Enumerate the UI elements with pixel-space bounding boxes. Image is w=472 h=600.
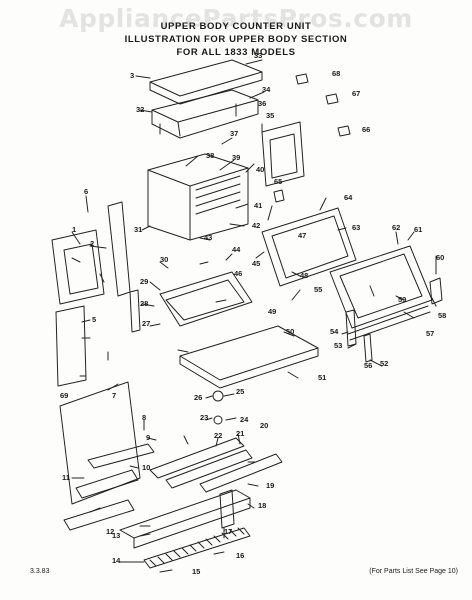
- callout-45: 45: [252, 259, 260, 268]
- callout-64: 64: [344, 193, 353, 202]
- callout-3: 3: [130, 71, 134, 80]
- callout-14: 14: [112, 556, 121, 565]
- callout-21: 21: [236, 429, 244, 438]
- diagram-date: 3.3.83: [30, 568, 50, 575]
- callout-22: 22: [214, 431, 222, 440]
- callout-47: 47: [298, 231, 306, 240]
- callout-24: 24: [240, 415, 249, 424]
- callout-28: 28: [140, 299, 148, 308]
- callout-65: 65: [274, 177, 282, 186]
- callout-26: 26: [194, 393, 202, 402]
- callout-60: 60: [436, 253, 444, 262]
- callout-6: 6: [84, 187, 88, 196]
- callout-56: 56: [364, 361, 372, 370]
- callout-35: 35: [266, 111, 274, 120]
- callout-46: 46: [234, 269, 242, 278]
- callout-41: 41: [254, 201, 262, 210]
- callout-32: 32: [136, 105, 144, 114]
- callout-57: 57: [426, 329, 434, 338]
- callout-51: 51: [318, 373, 326, 382]
- callout-69: 69: [60, 391, 68, 400]
- callout-52: 52: [380, 359, 388, 368]
- callout-48: 48: [300, 271, 308, 280]
- callout-43: 43: [204, 233, 212, 242]
- callout-27: 27: [142, 319, 150, 328]
- callout-54: 54: [330, 327, 339, 336]
- callout-15: 15: [192, 567, 200, 576]
- callout-34: 34: [262, 85, 271, 94]
- callout-17: 17: [224, 527, 232, 536]
- callout-36: 36: [258, 99, 266, 108]
- callout-23: 23: [200, 413, 208, 422]
- callout-67: 67: [352, 89, 360, 98]
- callout-18: 18: [258, 501, 266, 510]
- callout-1: 1: [72, 225, 76, 234]
- callout-33: 33: [254, 51, 262, 60]
- callout-40: 40: [256, 165, 264, 174]
- callout-20: 20: [260, 421, 268, 430]
- callout-66: 66: [362, 125, 370, 134]
- callout-44: 44: [232, 245, 241, 254]
- callout-59: 59: [398, 295, 406, 304]
- diagram-title-line-1: UPPER BODY COUNTER UNIT: [160, 21, 312, 32]
- part-drawings: [51, 59, 443, 573]
- callout-29: 29: [140, 277, 148, 286]
- callout-2: 2: [90, 239, 94, 248]
- callout-13: 13: [112, 531, 120, 540]
- callout-49: 49: [268, 307, 276, 316]
- callout-55: 55: [314, 285, 322, 294]
- callout-25: 25: [236, 387, 244, 396]
- callout-37: 37: [230, 129, 238, 138]
- callout-42: 42: [252, 221, 260, 230]
- callout-68: 68: [332, 69, 340, 78]
- callout-53: 53: [334, 341, 342, 350]
- diagram-title-line-2: ILLUSTRATION FOR UPPER BODY SECTION: [124, 34, 348, 45]
- callout-7: 7: [112, 391, 116, 400]
- callout-12: 12: [106, 527, 114, 536]
- callout-16: 16: [236, 551, 244, 560]
- callout-5: 5: [92, 315, 96, 324]
- callout-19: 19: [266, 481, 274, 490]
- callout-31: 31: [134, 225, 142, 234]
- callout-38: 38: [206, 151, 214, 160]
- callout-62: 62: [392, 223, 400, 232]
- parts-list-reference: (For Parts List See Page 10): [369, 568, 458, 575]
- callout-11: 11: [62, 473, 70, 482]
- callout-30: 30: [160, 255, 168, 264]
- callout-50: 50: [286, 327, 294, 336]
- callout-8: 8: [142, 413, 146, 422]
- callout-61: 61: [414, 225, 422, 234]
- callout-10: 10: [142, 463, 150, 472]
- callout-39: 39: [232, 153, 240, 162]
- callout-63: 63: [352, 223, 360, 232]
- diagram-title-line-3: FOR ALL 1833 MODELS: [176, 47, 296, 58]
- callout-9: 9: [146, 433, 150, 442]
- callout-58: 58: [438, 311, 446, 320]
